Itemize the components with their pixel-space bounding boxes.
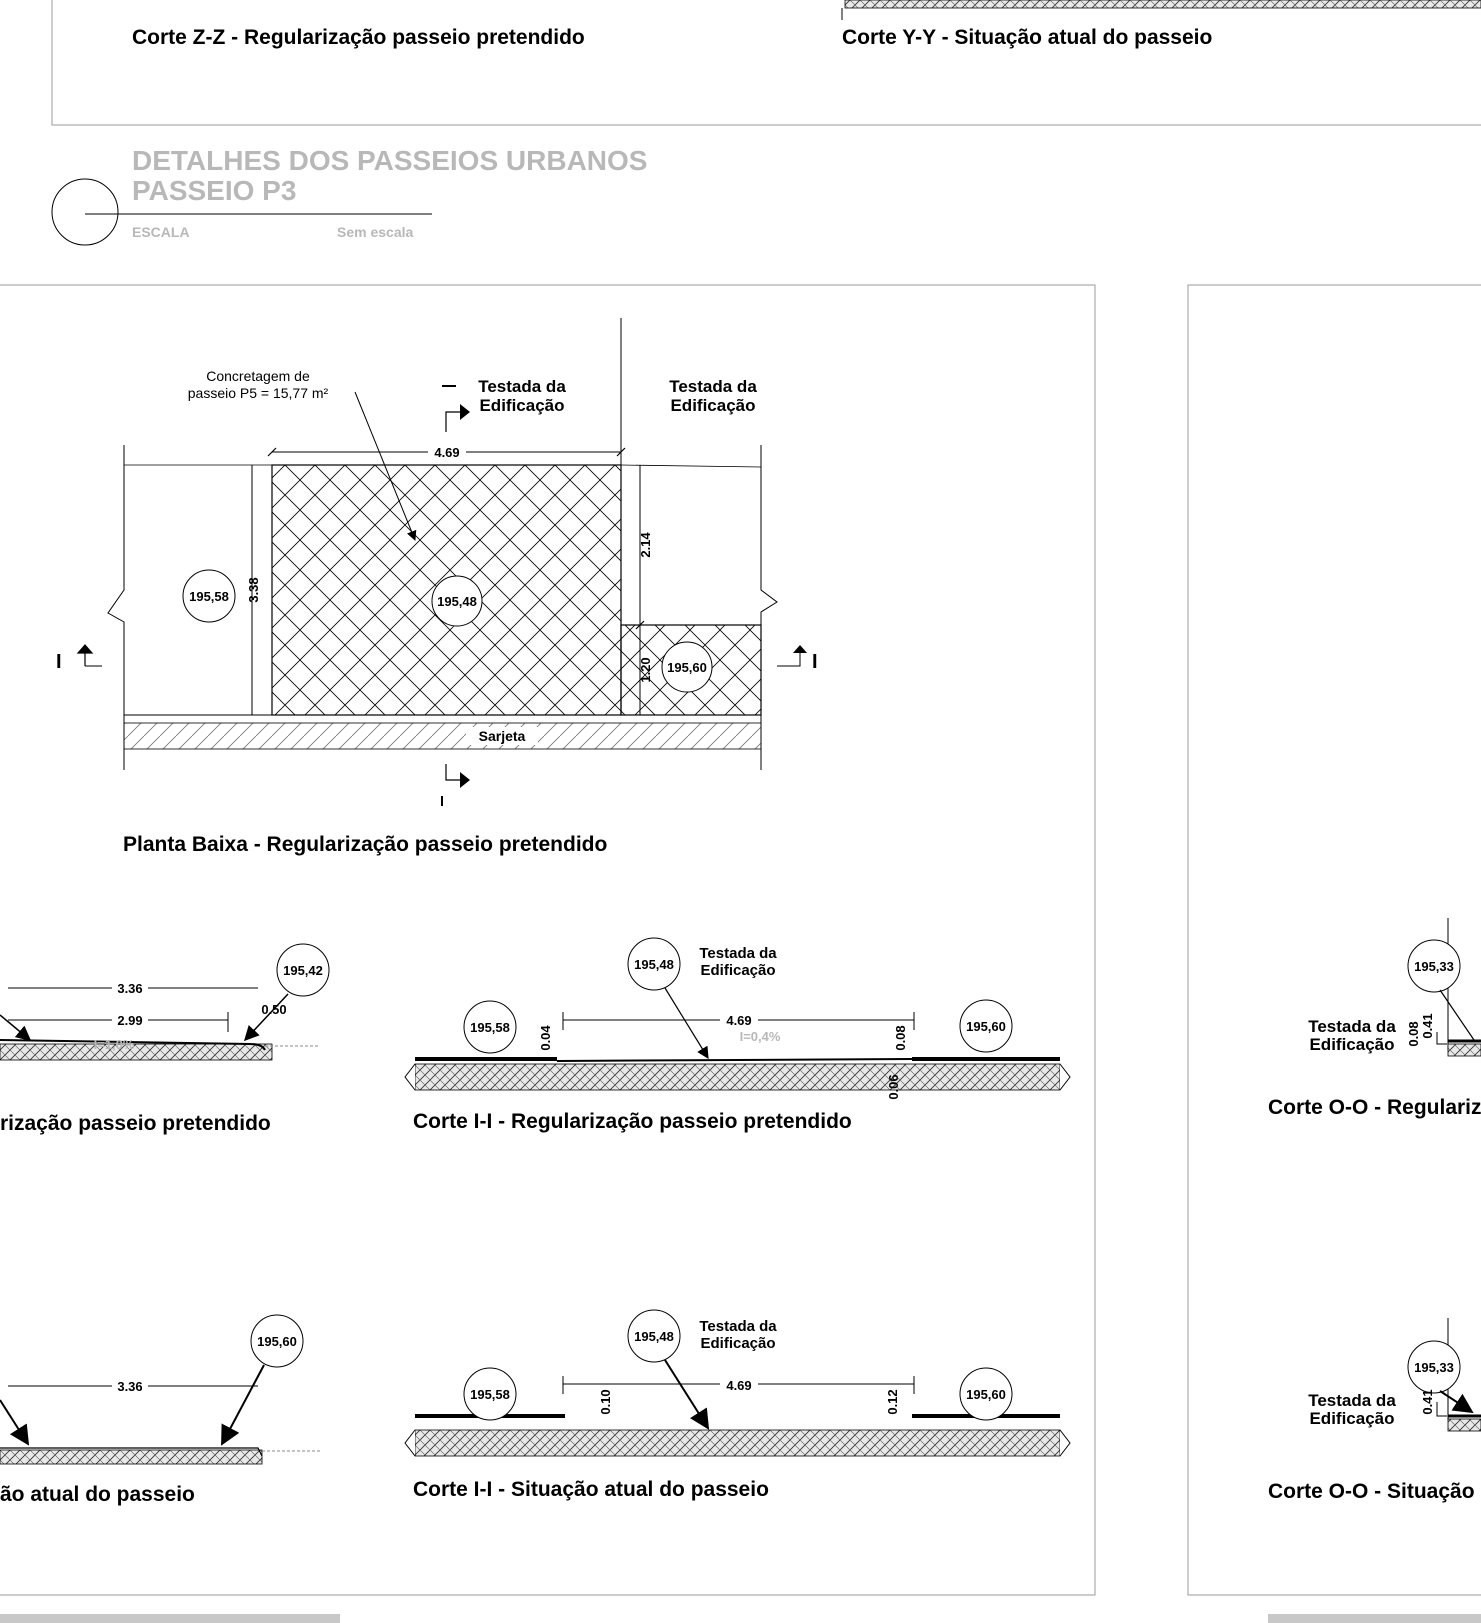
sarjeta-label: Sarjeta — [479, 728, 526, 744]
i-new-testada-line-1: Testada da — [699, 945, 777, 962]
scale-label: ESCALA — [132, 224, 190, 240]
i-current-testada-line-2: Edificação — [700, 1335, 775, 1352]
section-y-partial: 3.36 195,60 ão atual do passeio — [0, 1314, 320, 1506]
main-panel-frame — [0, 284, 1096, 1596]
section-i-new: 4.69 I=0,4% 0.04 0.08 0.06 195,48 Testad… — [404, 937, 1071, 1133]
plan-testada-1-line-2: Edificação — [479, 396, 564, 415]
o-current-testada-line-1: Testada da — [1308, 1391, 1396, 1410]
i-current-dim-right: 0.12 — [885, 1389, 900, 1414]
plan-dim-width: 4.69 — [434, 445, 459, 460]
i-new-caption: Corte I-I - Regularização passeio preten… — [413, 1110, 852, 1133]
plan-level-left-bubble — [182, 569, 236, 623]
i-new-level-top-bubble — [627, 937, 681, 991]
i-new-level-top: 195,48 — [634, 957, 674, 972]
i-current-dim-width: 4.69 — [726, 1378, 751, 1393]
z-level-bubble — [276, 943, 330, 997]
plan-level-center: 195,48 — [437, 594, 477, 609]
plan-note-line-2: passeio P5 = 15,77 m² — [188, 385, 329, 401]
o-new-dim-b: 0.41 — [1420, 1013, 1435, 1038]
i-new-level-right: 195,60 — [966, 1019, 1006, 1034]
plan-view: Sarjeta 4.69 3.38 2.14 1.20 195,58 195,4… — [56, 318, 818, 856]
o-current-testada-line-2: Edificação — [1309, 1409, 1394, 1428]
plan-testada-2-line-2: Edificação — [670, 396, 755, 415]
o-new-dim-a: 0.08 — [1406, 1021, 1421, 1046]
i-current-dim-left: 0.10 — [598, 1389, 613, 1414]
z-level: 195,42 — [283, 963, 323, 978]
o-current-level-bubble — [1407, 1340, 1461, 1394]
i-new-dim-right: 0.08 — [893, 1025, 908, 1050]
plan-note-line-1: Concretagem de — [206, 368, 310, 384]
section-i-current: 4.69 0.10 0.12 195,48 Testada da Edifica… — [404, 1309, 1071, 1501]
o-new-caption: Corte O-O - Regulariza — [1268, 1096, 1481, 1119]
bottom-cutoff-title-right — [1268, 1614, 1481, 1623]
right-panel-frame — [1187, 284, 1481, 1596]
i-new-level-right-bubble — [959, 999, 1013, 1053]
i-current-level-left: 195,58 — [470, 1387, 510, 1402]
plan-dim-height-upper: 2.14 — [638, 532, 653, 558]
scale-value: Sem escala — [337, 224, 413, 240]
o-new-level-bubble — [1407, 939, 1461, 993]
plan-testada-1-line-1: Testada da — [478, 377, 566, 396]
i-new-dim-left: 0.04 — [538, 1025, 553, 1051]
plan-testada-2-line-1: Testada da — [669, 377, 757, 396]
i-new-dim-bottom: 0.06 — [886, 1074, 901, 1099]
o-current-level: 195,33 — [1414, 1360, 1454, 1375]
top-frame: Corte Z-Z - Regularização passeio preten… — [51, 0, 1481, 126]
i-current-level-top: 195,48 — [634, 1329, 674, 1344]
z-dim-2: 2.99 — [117, 1013, 142, 1028]
i-new-slope: I=0,4% — [740, 1029, 781, 1044]
plan-dim-height-lower: 1.20 — [638, 657, 653, 682]
title-line-1: DETALHES DOS PASSEIOS URBANOS — [132, 145, 647, 176]
i-new-testada-line-2: Edificação — [700, 962, 775, 979]
plan-level-right: 195,60 — [667, 660, 707, 675]
i-current-caption: Corte I-I - Situação atual do passeio — [413, 1478, 769, 1501]
title-line-2: PASSEIO P3 — [132, 175, 296, 206]
section-z-partial: 3.36 2.99 0.50 I=1,0% 195,42 rização pas… — [0, 943, 330, 1135]
o-new-testada-line-1: Testada da — [1308, 1017, 1396, 1036]
o-current-dim-a: 0.41 — [1420, 1389, 1435, 1414]
i-current-level-left-bubble — [463, 1367, 517, 1421]
plan-level-center-bubble — [431, 575, 483, 627]
o-new-testada-line-2: Edificação — [1309, 1035, 1394, 1054]
plan-section-mark-right: I — [812, 651, 818, 673]
i-new-level-left-bubble — [463, 1000, 517, 1054]
o-new-level: 195,33 — [1414, 959, 1454, 974]
section-o-new: 195,33 0.08 0.41 Testada da Edificação C… — [1268, 918, 1481, 1119]
y-caption: ão atual do passeio — [0, 1483, 195, 1506]
i-new-dim-width: 4.69 — [726, 1013, 751, 1028]
o-current-caption: Corte O-O - Situação a — [1268, 1480, 1481, 1503]
plan-section-mark-left: I — [56, 651, 62, 673]
bottom-cutoff-title-left — [0, 1614, 340, 1623]
i-new-level-left: 195,58 — [470, 1020, 510, 1035]
title-circle — [51, 178, 119, 246]
i-current-testada-line-1: Testada da — [699, 1318, 777, 1335]
plan-level-left: 195,58 — [189, 589, 229, 604]
y-dim-1: 3.36 — [117, 1379, 142, 1394]
z-slope: I=1,0% — [94, 1037, 135, 1052]
caption-corte-y: Corte Y-Y - Situação atual do passeio — [842, 26, 1212, 49]
i-current-level-right: 195,60 — [966, 1387, 1006, 1402]
i-current-level-top-bubble — [627, 1309, 681, 1363]
title-block: DETALHES DOS PASSEIOS URBANOS PASSEIO P3… — [51, 145, 647, 246]
z-caption: rização passeio pretendido — [0, 1112, 271, 1135]
i-current-level-right-bubble — [959, 1367, 1013, 1421]
z-dim-1: 3.36 — [117, 981, 142, 996]
plan-caption: Planta Baixa - Regularização passeio pre… — [123, 833, 607, 856]
y-level-bubble — [250, 1314, 304, 1368]
section-o-current: 195,33 0.41 Testada da Edificação Corte … — [1268, 1318, 1481, 1503]
y-level: 195,60 — [257, 1334, 297, 1349]
plan-level-right-bubble — [661, 641, 713, 693]
caption-corte-z: Corte Z-Z - Regularização passeio preten… — [132, 26, 585, 49]
plan-dim-height-left: 3.38 — [246, 577, 261, 602]
